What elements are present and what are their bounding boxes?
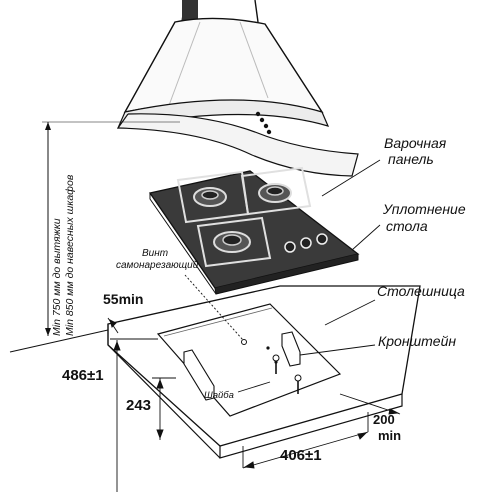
label-countertop: Столешница xyxy=(377,283,465,299)
label-washer: Шайба xyxy=(204,390,234,401)
dim-406: 406±1 xyxy=(280,447,322,464)
label-screw-2: самонарезающий xyxy=(116,260,199,271)
label-bracket: Кронштейн xyxy=(378,333,456,349)
label-seal-1: Уплотнение xyxy=(382,201,466,217)
burner-2 xyxy=(240,166,312,216)
leader-lines xyxy=(184,159,381,393)
gas-hob xyxy=(148,166,360,295)
burner-3 xyxy=(196,216,272,268)
dimension-lines xyxy=(107,317,401,492)
control-knobs xyxy=(284,233,328,253)
vertical-dimension: Min 750 мм до вытяжки Min 850 мм до наве… xyxy=(42,121,180,336)
dim-200: 200 xyxy=(373,412,395,427)
label-screw-1: Винт xyxy=(142,248,168,259)
dim-486: 486±1 xyxy=(62,367,104,384)
cooker-hood xyxy=(116,0,359,177)
screw-icon xyxy=(272,354,302,394)
vertical-label-cabinets: Min 850 мм до навесных шкафов xyxy=(64,174,76,336)
dim-min: min xyxy=(378,428,401,443)
countertop xyxy=(107,285,421,459)
dim-55min: 55min xyxy=(103,291,143,307)
label-cooktop-2: панель xyxy=(388,151,434,167)
label-cooktop-1: Варочная xyxy=(384,135,447,151)
mounting-brackets xyxy=(183,331,302,401)
label-seal-2: стола xyxy=(386,218,428,234)
vertical-label-hood: Min 750 мм до вытяжки xyxy=(51,218,63,336)
dim-243: 243 xyxy=(126,397,151,414)
